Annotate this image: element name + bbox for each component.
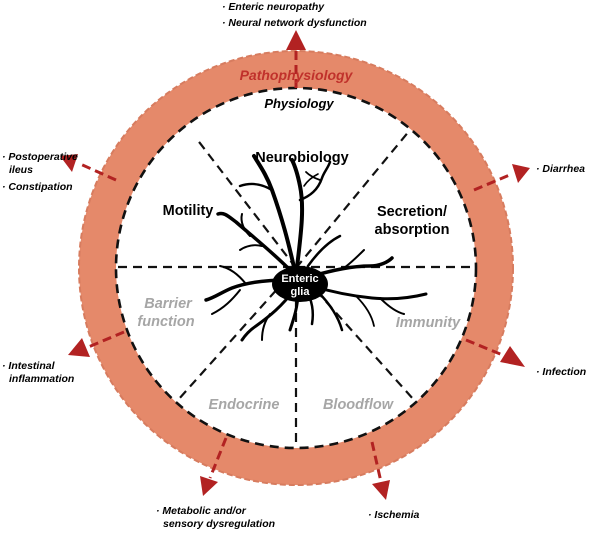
pathophysiology-label: Pathophysiology	[240, 67, 354, 83]
glia-label-line1: Enteric	[281, 273, 318, 285]
glia-process	[303, 173, 319, 187]
sector-immunity: Immunity	[396, 315, 461, 331]
glia-cell-body	[272, 266, 328, 302]
glia-process	[261, 313, 271, 341]
physiology-label: Physiology	[264, 96, 334, 111]
sector-endocrine: Endocrine	[209, 397, 280, 413]
condition-metabolic-line1: · Metabolic and/or	[156, 505, 247, 517]
sector-dividers	[118, 129, 476, 446]
spoke-right	[465, 338, 506, 358]
glia-process	[355, 295, 375, 327]
arrow-lower-left	[200, 476, 218, 496]
condition-intestinal-line2: inflammation	[9, 373, 74, 385]
glia-process	[240, 213, 251, 237]
arrowheads	[60, 30, 530, 500]
glia-process	[216, 211, 292, 272]
arrow-right	[500, 346, 525, 367]
spoke-lower-left	[208, 437, 228, 479]
sector-bloodflow: Bloodflow	[323, 397, 395, 413]
ring-spokes	[77, 50, 513, 483]
spoke-left	[85, 330, 125, 350]
glia-process	[310, 256, 394, 278]
arrow-upper-left	[60, 154, 78, 172]
spoke-upper-right	[473, 172, 513, 192]
condition-intestinal-line1: · Intestinal	[2, 360, 56, 372]
glia-process	[240, 288, 296, 342]
arrow-top	[286, 30, 306, 50]
condition-metabolic-line2: sensory dysregulation	[163, 518, 275, 530]
condition-constipation: · Constipation	[2, 181, 73, 193]
glia-process	[219, 265, 247, 285]
sector-motility: Motility	[163, 203, 214, 219]
spoke-lower-right	[370, 441, 383, 483]
sector-secretion-line2: absorption	[375, 222, 450, 238]
divider-upper-left	[195, 137, 297, 269]
sector-barrier-line2: function	[137, 314, 194, 330]
glia-process	[238, 182, 274, 192]
arrow-lower-right	[372, 480, 390, 500]
condition-diarrhea: · Diarrhea	[536, 163, 585, 175]
sector-secretion-line1: Secretion/	[377, 204, 447, 220]
condition-ischemia: · Ischemia	[368, 509, 420, 521]
sector-barrier-line1: Barrier	[144, 296, 193, 312]
spoke-upper-left	[77, 161, 117, 182]
condition-neural-network: · Neural network dysfunction	[222, 17, 367, 29]
glia-process	[306, 234, 342, 268]
glia-process	[204, 278, 290, 302]
glia-process	[310, 284, 428, 301]
condition-enteric-neuropathy: · Enteric neuropathy	[222, 1, 325, 13]
sector-neurobiology: Neurobiology	[255, 150, 348, 166]
glia-process	[211, 289, 241, 315]
glia-process	[379, 297, 405, 315]
glia-process	[343, 249, 365, 269]
glia-process	[298, 160, 332, 202]
arrow-upper-right	[512, 164, 530, 183]
glia-process	[239, 244, 263, 251]
glia-label-line2: glia	[291, 286, 311, 298]
glia-process	[290, 158, 305, 278]
condition-postoperative-line1: · Postoperative	[2, 151, 78, 163]
condition-postoperative-line2: ileus	[9, 164, 33, 176]
arrow-left	[68, 338, 90, 357]
enteric-glia-cell	[204, 154, 428, 342]
condition-infection: · Infection	[536, 366, 586, 378]
